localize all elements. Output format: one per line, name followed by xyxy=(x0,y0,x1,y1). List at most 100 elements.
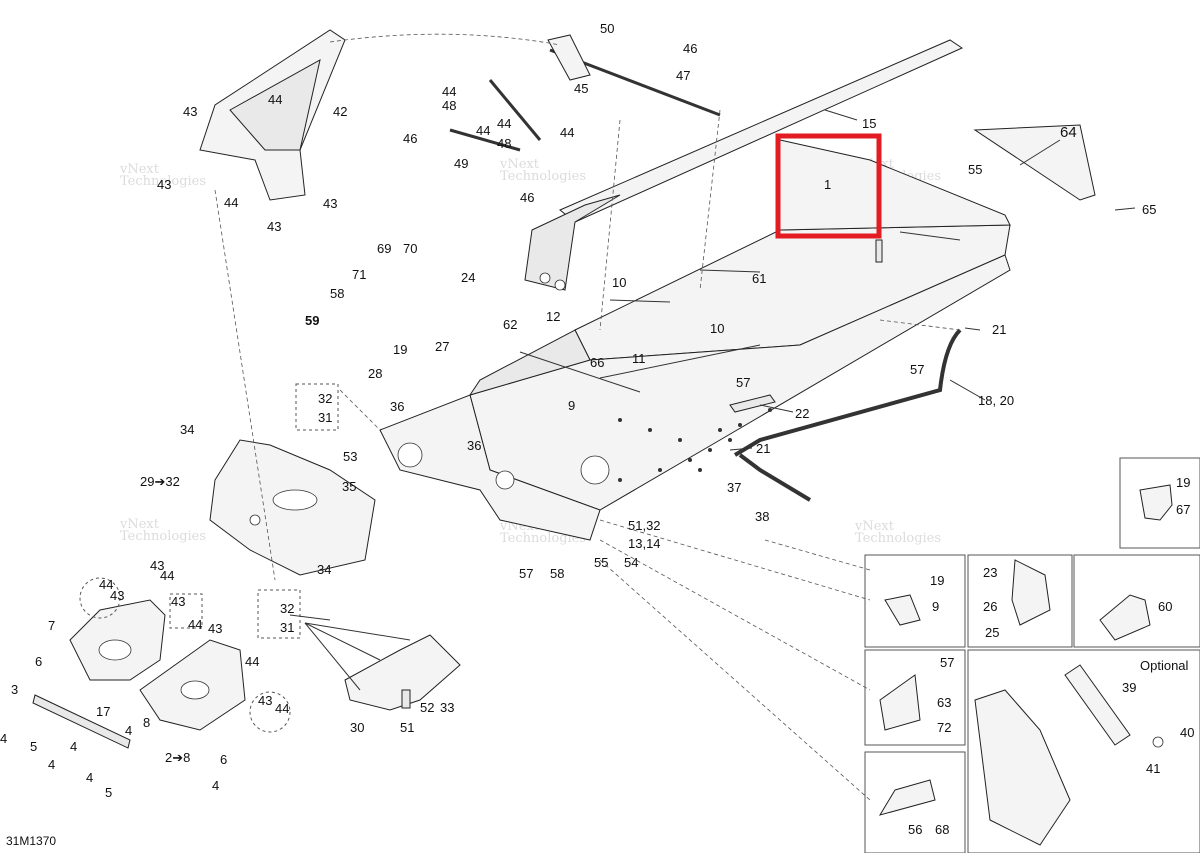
callout-57[interactable]: 57 xyxy=(940,655,954,670)
callout-19[interactable]: 19 xyxy=(1176,475,1190,490)
callout-10[interactable]: 10 xyxy=(612,275,626,290)
callout-43[interactable]: 43 xyxy=(110,588,124,603)
callout-4[interactable]: 4 xyxy=(0,731,7,746)
callout-50[interactable]: 50 xyxy=(600,21,614,36)
callout-59[interactable]: 59 xyxy=(305,313,319,328)
callout-71[interactable]: 71 xyxy=(352,267,366,282)
callout-40[interactable]: 40 xyxy=(1180,725,1194,740)
callout-19[interactable]: 19 xyxy=(930,573,944,588)
callout-43[interactable]: 43 xyxy=(208,621,222,636)
callout-64[interactable]: 64 xyxy=(1060,124,1077,141)
callout-57[interactable]: 57 xyxy=(910,362,924,377)
callout-69[interactable]: 69 xyxy=(377,241,391,256)
callout-37[interactable]: 37 xyxy=(727,480,741,495)
callout-11[interactable]: 11 xyxy=(632,351,646,366)
callout-34[interactable]: 34 xyxy=(317,562,331,577)
callout-48[interactable]: 48 xyxy=(442,98,456,113)
callout-63[interactable]: 63 xyxy=(937,695,951,710)
callout-27[interactable]: 27 xyxy=(435,339,449,354)
callout-39[interactable]: 39 xyxy=(1122,680,1136,695)
callout-4[interactable]: 4 xyxy=(125,723,132,738)
callout-1[interactable]: 1 xyxy=(824,177,831,192)
callout-35[interactable]: 35 xyxy=(342,479,356,494)
callout-42[interactable]: 42 xyxy=(333,104,347,119)
callout-48[interactable]: 48 xyxy=(497,136,511,151)
callout-38[interactable]: 38 xyxy=(755,509,769,524)
callout-46[interactable]: 46 xyxy=(683,41,697,56)
callout-5[interactable]: 5 xyxy=(30,739,37,754)
callout-58[interactable]: 58 xyxy=(550,566,564,581)
callout-8[interactable]: 8 xyxy=(143,715,150,730)
callout-43[interactable]: 43 xyxy=(258,693,272,708)
callout-30[interactable]: 30 xyxy=(350,720,364,735)
callout-43[interactable]: 43 xyxy=(150,558,164,573)
callout-34[interactable]: 34 xyxy=(180,422,194,437)
callout-21[interactable]: 21 xyxy=(992,322,1006,337)
callout-44[interactable]: 44 xyxy=(497,116,511,131)
callout-72[interactable]: 72 xyxy=(937,720,951,735)
callout-46[interactable]: 46 xyxy=(520,190,534,205)
callout-23[interactable]: 23 xyxy=(983,565,997,580)
callout-24[interactable]: 24 xyxy=(461,270,475,285)
callout-43[interactable]: 43 xyxy=(183,104,197,119)
callout-26[interactable]: 26 xyxy=(983,599,997,614)
callout-67[interactable]: 67 xyxy=(1176,502,1190,517)
callout-44[interactable]: 44 xyxy=(560,125,574,140)
callout-68[interactable]: 68 xyxy=(935,822,949,837)
callout-51-32[interactable]: 51,32 xyxy=(628,518,661,533)
callout-4[interactable]: 4 xyxy=(212,778,219,793)
callout-41[interactable]: 41 xyxy=(1146,761,1160,776)
callout-9[interactable]: 9 xyxy=(932,599,939,614)
callout-44[interactable]: 44 xyxy=(476,123,490,138)
callout-61[interactable]: 61 xyxy=(752,271,766,286)
callout-17[interactable]: 17 xyxy=(96,704,110,719)
callout-46[interactable]: 46 xyxy=(403,131,417,146)
callout-19[interactable]: 19 xyxy=(393,342,407,357)
callout-4[interactable]: 4 xyxy=(48,757,55,772)
callout-43[interactable]: 43 xyxy=(157,177,171,192)
callout-60[interactable]: 60 xyxy=(1158,599,1172,614)
callout-44[interactable]: 44 xyxy=(160,568,174,583)
callout-13-14[interactable]: 13,14 xyxy=(628,536,661,551)
callout-52[interactable]: 52 xyxy=(420,700,434,715)
callout-56[interactable]: 56 xyxy=(908,822,922,837)
callout-32[interactable]: 32 xyxy=(318,391,332,406)
callout-4[interactable]: 4 xyxy=(86,770,93,785)
callout-28[interactable]: 28 xyxy=(368,366,382,381)
callout-44[interactable]: 44 xyxy=(245,654,259,669)
callout-32[interactable]: 32 xyxy=(280,601,294,616)
callout-44[interactable]: 44 xyxy=(275,701,289,716)
callout-21[interactable]: 21 xyxy=(756,441,770,456)
callout-45[interactable]: 45 xyxy=(574,81,588,96)
callout-3[interactable]: 3 xyxy=(11,682,18,697)
callout-18-20[interactable]: 18, 20 xyxy=(978,393,1014,408)
callout-55[interactable]: 55 xyxy=(968,162,982,177)
callout-12[interactable]: 12 xyxy=(546,309,560,324)
callout-57[interactable]: 57 xyxy=(736,375,750,390)
callout-70[interactable]: 70 xyxy=(403,241,417,256)
callout-55[interactable]: 55 xyxy=(594,555,608,570)
callout-54[interactable]: 54 xyxy=(624,555,638,570)
callout-43[interactable]: 43 xyxy=(171,594,185,609)
callout-53[interactable]: 53 xyxy=(343,449,357,464)
callout-58[interactable]: 58 xyxy=(330,286,344,301)
callout-25[interactable]: 25 xyxy=(985,625,999,640)
callout-10[interactable]: 10 xyxy=(710,321,724,336)
callout-44[interactable]: 44 xyxy=(99,577,113,592)
callout-2-8[interactable]: 2➔8 xyxy=(165,750,190,765)
callout-49[interactable]: 49 xyxy=(454,156,468,171)
callout-44[interactable]: 44 xyxy=(188,617,202,632)
callout-66[interactable]: 66 xyxy=(590,355,604,370)
callout-6[interactable]: 6 xyxy=(35,654,42,669)
callout-29-32[interactable]: 29➔32 xyxy=(140,474,180,489)
callout-36[interactable]: 36 xyxy=(467,438,481,453)
callout-5[interactable]: 5 xyxy=(105,785,112,800)
callout-33[interactable]: 33 xyxy=(440,700,454,715)
callout-31[interactable]: 31 xyxy=(280,620,294,635)
callout-44[interactable]: 44 xyxy=(442,84,456,99)
callout-51[interactable]: 51 xyxy=(400,720,414,735)
callout-57[interactable]: 57 xyxy=(519,566,533,581)
callout-62[interactable]: 62 xyxy=(503,317,517,332)
callout-7[interactable]: 7 xyxy=(48,618,55,633)
callout-22[interactable]: 22 xyxy=(795,406,809,421)
